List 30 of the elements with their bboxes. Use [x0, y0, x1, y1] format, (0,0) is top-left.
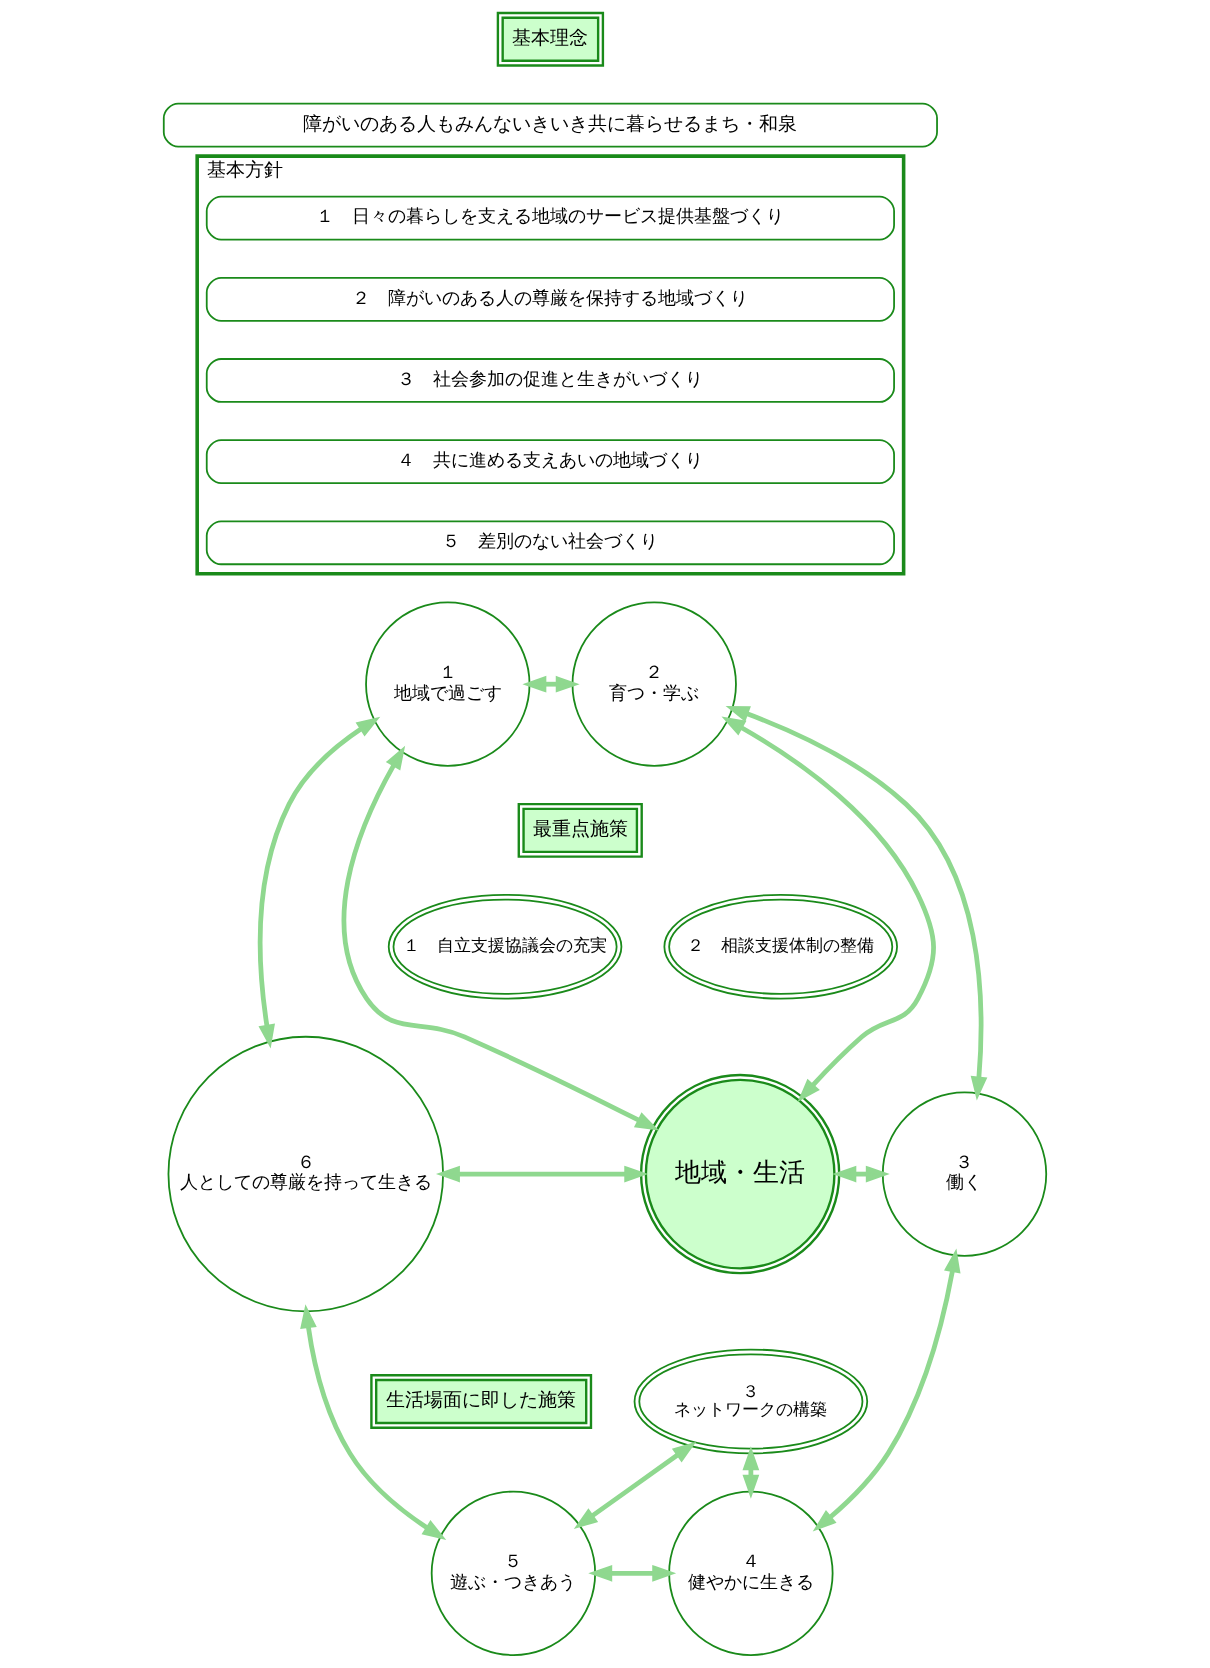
node-box: ５ 差別のない社会づくり	[205, 520, 895, 566]
node-circle: ４ 健やかに生きる	[668, 1490, 834, 1656]
node-box: 生活場面に即した施策	[370, 1374, 593, 1429]
arrow	[588, 1564, 677, 1582]
node-box: 最重点施策	[517, 802, 643, 858]
node-ellipse: １ 自立支援協議会の充実	[387, 893, 623, 1000]
node-box: １ 日々の暮らしを支える地域のサービス提供基盤づくり	[205, 195, 895, 241]
arrow	[257, 716, 381, 1049]
arrow	[832, 1165, 890, 1183]
node-circle: ６ 人としての尊厳を持って生きる	[167, 1035, 444, 1313]
node-ellipse: ２ 相談支援体制の整備	[663, 893, 898, 1000]
node-box: ２ 障がいのある人の尊厳を保持する地域づくり	[205, 276, 895, 322]
node-box: 障がいのある人もみんないきいき共に暮らせるまち・和泉	[162, 102, 938, 148]
node-circle: ２ 育つ・学ぶ	[571, 601, 737, 767]
node-ellipse: ３ ネットワークの構築	[633, 1348, 869, 1455]
arrow	[812, 1248, 961, 1532]
arrow	[725, 705, 988, 1101]
arrow	[341, 745, 660, 1131]
arrow	[721, 716, 936, 1103]
node-circle: 地域・生活	[639, 1073, 841, 1275]
arrow	[573, 1441, 697, 1529]
node-box: ４ 共に進める支えあいの地域づくり	[205, 439, 895, 484]
arrow	[742, 1446, 760, 1499]
arrow	[436, 1165, 649, 1183]
arrow	[522, 675, 580, 693]
arrow	[300, 1304, 447, 1540]
node-box: 基本理念	[496, 11, 605, 67]
node-box: ３ 社会参加の促進と生きがいづくり	[205, 358, 895, 403]
node-circle: １ 地域で過ごす	[365, 601, 531, 767]
node-circle: ３ 働く	[881, 1091, 1048, 1257]
